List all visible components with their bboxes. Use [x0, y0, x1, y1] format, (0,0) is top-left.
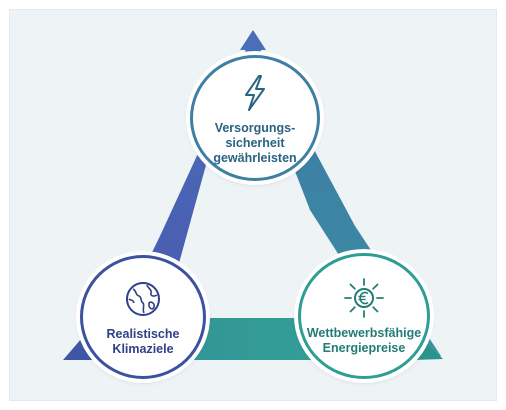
node-label: Versorgungs- sicherheit gewährleisten	[213, 120, 297, 165]
node-label: Wettbewerbsfähige Energiepreise	[306, 326, 422, 355]
node-energy-prices: Wettbewerbsfähige Energiepreise	[298, 253, 430, 379]
left-corner-tip	[63, 338, 92, 360]
node-supply-security: Versorgungs- sicherheit gewährleisten	[190, 55, 320, 181]
top-corner-tip	[240, 30, 266, 50]
node-climate-goals: Realistische Klimaziele	[80, 255, 206, 379]
euro-sun-icon	[344, 278, 384, 318]
globe-icon	[126, 282, 160, 316]
node-label: Realistische Klimaziele	[106, 327, 180, 356]
lightning-icon	[245, 74, 265, 111]
